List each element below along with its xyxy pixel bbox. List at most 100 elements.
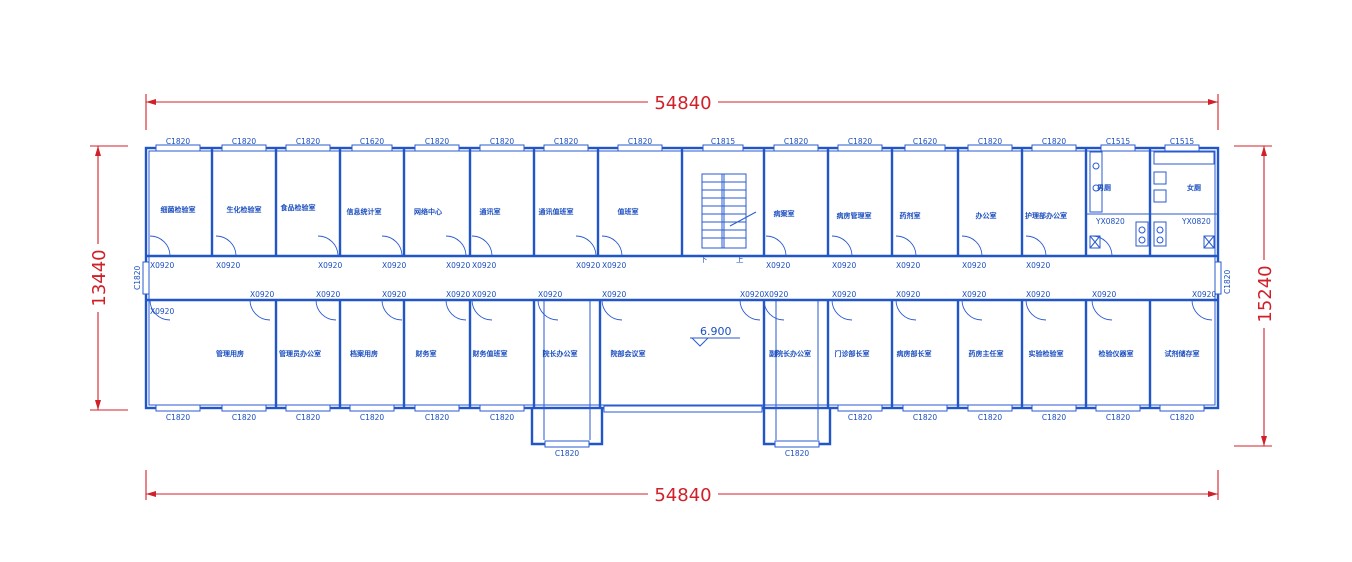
door-swing-south-15 <box>1191 299 1213 321</box>
door-swing-south-14 <box>1091 299 1113 321</box>
window-bottom-label-5: C1820 <box>490 413 515 422</box>
door-swing-south-9 <box>763 299 785 321</box>
room-south-0: 管理用房 <box>216 349 244 358</box>
door-swing-north-6 <box>575 235 597 257</box>
room-north-11: 办公室 <box>976 211 997 220</box>
window-projection-0 <box>544 440 590 448</box>
toilet-fixtures <box>1089 151 1215 249</box>
window-projection-label-1: C1820 <box>785 449 810 458</box>
window-bottom-11 <box>1159 404 1205 412</box>
window-top-label-1: C1820 <box>232 137 257 146</box>
room-south-9: 病房部长室 <box>897 349 932 358</box>
staircase: 下 上 <box>700 173 757 264</box>
window-top-label-9: C1820 <box>784 137 809 146</box>
room-south-4: 财务值班室 <box>472 349 508 358</box>
window-bottom-8 <box>967 404 1013 412</box>
door-north-label-6: X0920 <box>576 261 600 270</box>
window-bottom-label-10: C1820 <box>1106 413 1131 422</box>
window-top-13 <box>1031 144 1077 152</box>
door-south-label-3: X0920 <box>382 290 406 299</box>
window-bottom-7 <box>902 404 948 412</box>
window-top-11 <box>904 144 946 152</box>
window-top-3 <box>351 144 393 152</box>
window-top-label-4: C1820 <box>425 137 450 146</box>
door-swing-north-2 <box>317 235 339 257</box>
door-swing-south-11 <box>895 299 917 321</box>
door-swing-north-10 <box>895 235 917 257</box>
door-swing-south-6 <box>537 299 559 321</box>
room-north-8: 病案室 <box>774 209 795 218</box>
window-bottom-label-4: C1820 <box>425 413 450 422</box>
side-window-left-label: C1820 <box>133 265 142 290</box>
room-north-14: 男厕 <box>1097 183 1111 192</box>
door-north-label-0: X0920 <box>150 261 174 270</box>
side-windows: C1820 C1820 <box>133 261 1232 295</box>
window-top-12 <box>967 144 1013 152</box>
window-bottom-label-1: C1820 <box>232 413 257 422</box>
door-south-label-15: X0920 <box>1192 290 1216 299</box>
room-north-3: 信息统计室 <box>347 207 382 216</box>
door-toilet-label-0: YX0820 <box>1095 217 1125 226</box>
window-bottom-label-6: C1820 <box>848 413 873 422</box>
window-bottom-label-9: C1820 <box>1042 413 1067 422</box>
window-bottom-label-0: C1820 <box>166 413 191 422</box>
door-south-label-4: X0920 <box>446 290 470 299</box>
door-south-label-13: X0920 <box>1026 290 1050 299</box>
window-top-label-0: C1820 <box>166 137 191 146</box>
room-south-5: 院长办公室 <box>543 349 578 358</box>
door-south-label-2: X0920 <box>316 290 340 299</box>
window-top-6 <box>543 144 589 152</box>
room-north-5: 通讯室 <box>480 207 501 216</box>
door-south-label-5: X0920 <box>472 290 496 299</box>
window-bottom-5 <box>479 404 525 412</box>
dimension-bottom: 54840 <box>145 470 1219 506</box>
window-top-label-14: C1515 <box>1106 137 1131 146</box>
door-swing-north-5 <box>471 235 493 257</box>
window-top-4 <box>414 144 460 152</box>
dimension-right-label: 15240 <box>1255 265 1276 322</box>
door-swing-south-13 <box>1025 299 1047 321</box>
room-north-10: 药剂室 <box>900 211 921 220</box>
window-top-label-15: C1515 <box>1170 137 1195 146</box>
door-swing-north-7 <box>601 235 623 257</box>
window-top-label-13: C1820 <box>1042 137 1067 146</box>
room-north-4: 网络中心 <box>414 207 442 216</box>
door-south-label-10: X0920 <box>832 290 856 299</box>
window-bottom-6 <box>837 404 883 412</box>
door-north-label-8: X0920 <box>766 261 790 270</box>
room-south-1: 管理员办公室 <box>279 349 321 358</box>
window-bottom-label-11: C1820 <box>1170 413 1195 422</box>
door-swing-north-8 <box>765 235 787 257</box>
door-swing-north-4 <box>445 235 467 257</box>
room-labels: 细菌检验室生化检验室食品检验室信息统计室网络中心通讯室通讯值班室值班室病案室病房… <box>161 183 1202 358</box>
door-north-label-10: X0920 <box>896 261 920 270</box>
stair-up-label: 上 <box>736 255 744 264</box>
window-top-label-6: C1820 <box>554 137 579 146</box>
window-bottom-label-2: C1820 <box>296 413 321 422</box>
window-bottom-label-7: C1820 <box>913 413 938 422</box>
door-south-label-12: X0920 <box>962 290 986 299</box>
window-top-14 <box>1100 144 1136 152</box>
window-bottom-label-8: C1820 <box>978 413 1003 422</box>
door-north-label-3: X0920 <box>382 261 406 270</box>
room-south-2: 档案用房 <box>349 349 378 358</box>
room-south-8: 门诊部长室 <box>835 349 870 358</box>
door-south-label-8: X0920 <box>740 290 764 299</box>
window-top-15 <box>1164 144 1200 152</box>
door-north-label-2: X0920 <box>318 261 342 270</box>
door-swing-north-11 <box>961 235 983 257</box>
door-swing-north-1 <box>215 235 237 257</box>
window-top-9 <box>773 144 819 152</box>
window-top-5 <box>479 144 525 152</box>
door-swing-north-0 <box>149 235 171 257</box>
door-swing-south-1 <box>249 299 271 321</box>
window-bottom-0 <box>155 404 201 412</box>
door-swing-north-12 <box>1025 235 1047 257</box>
window-top-label-7: C1820 <box>628 137 653 146</box>
room-north-0: 细菌检验室 <box>161 205 196 214</box>
side-window-right-label: C1820 <box>1223 269 1232 294</box>
window-top-label-12: C1820 <box>978 137 1003 146</box>
window-top-7 <box>617 144 663 152</box>
room-north-9: 病房管理室 <box>837 211 872 220</box>
